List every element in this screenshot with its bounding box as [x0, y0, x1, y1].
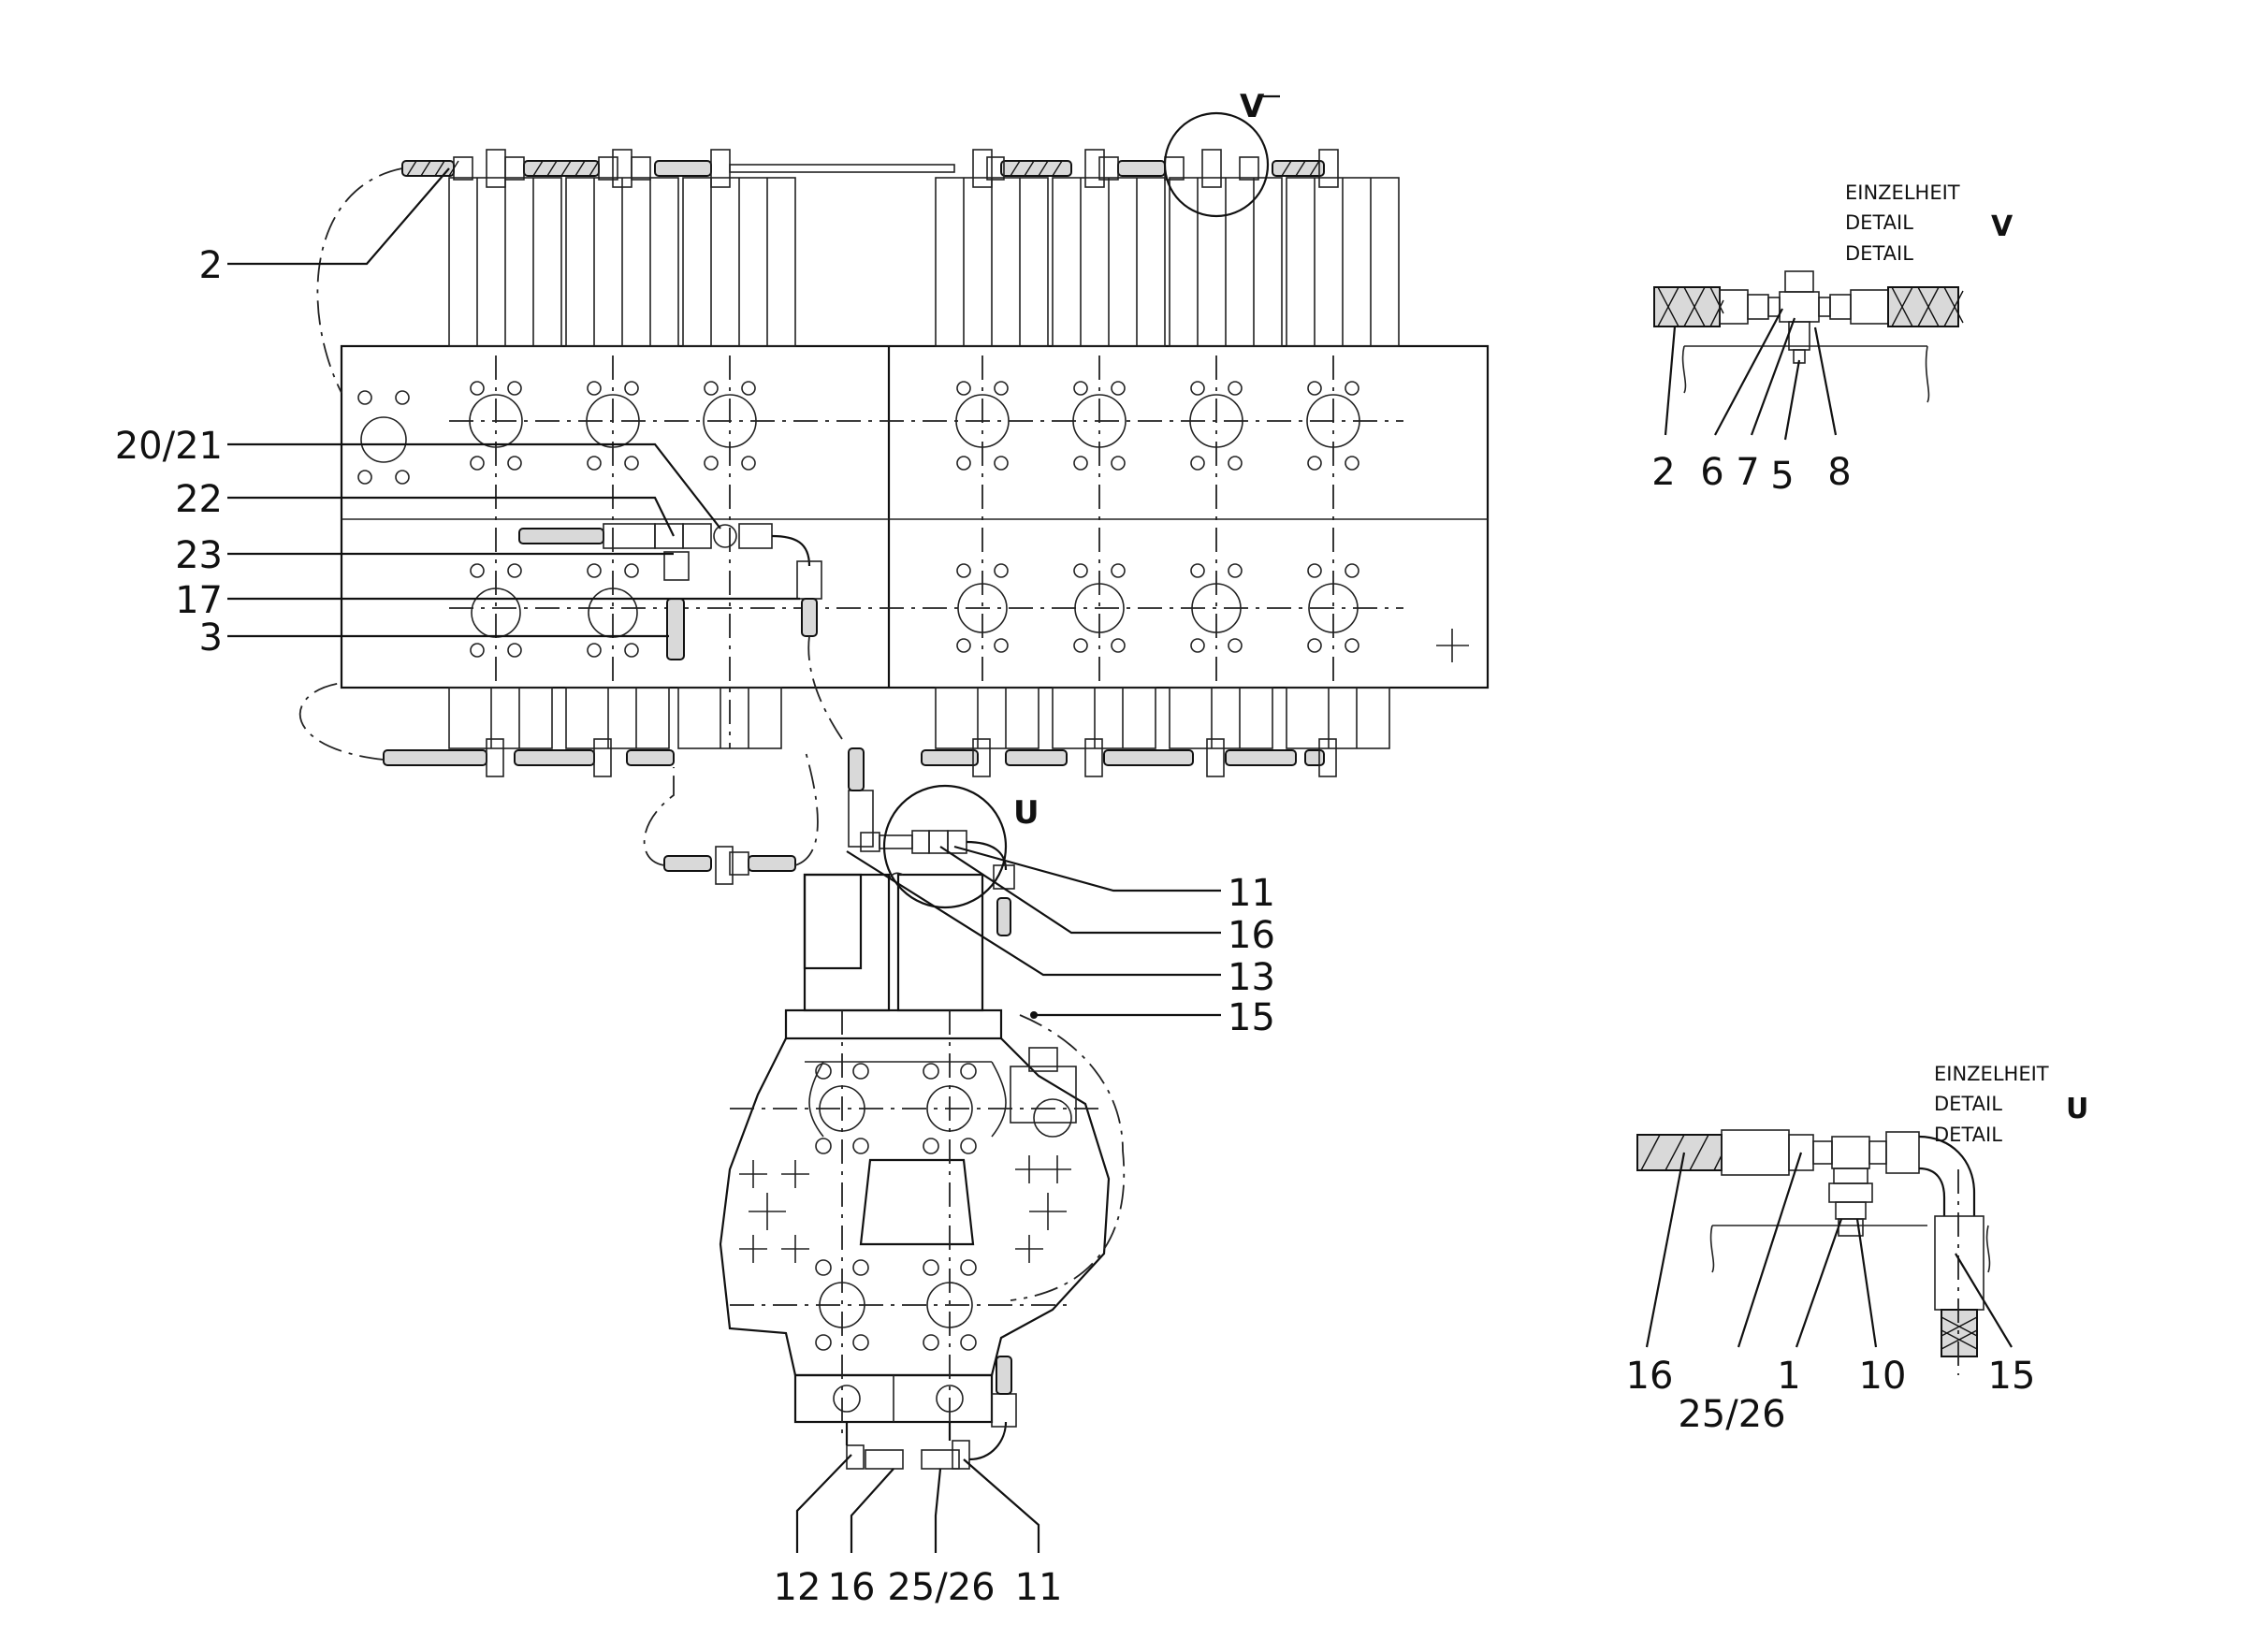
callout-bottom-1: 12 — [774, 1566, 821, 1609]
detail-v-letter: V — [1991, 210, 2014, 243]
detail-v-label-4: 5 — [1770, 455, 1794, 498]
callouts-right: 11 16 13 15 — [846, 845, 1275, 1039]
pump-assembly-lower — [719, 747, 1126, 1470]
hose-middle — [518, 523, 843, 740]
detail-circle-u: U — [882, 784, 1040, 909]
callout-left-3: 22 — [175, 478, 223, 521]
hose-top-line — [316, 149, 1339, 394]
detail-v-marker: V — [1240, 88, 1265, 125]
detail-u-label-4: 10 — [1859, 1355, 1907, 1398]
detail-u-caption-1: EINZELHEIT — [1934, 1063, 2049, 1085]
detail-circle-v: V — [1163, 88, 1280, 218]
detail-u-marker: U — [1013, 794, 1040, 832]
callout-bottom-4: 11 — [1015, 1566, 1063, 1609]
callout-left-1: 2 — [199, 244, 223, 287]
callout-right-1: 11 — [1228, 872, 1275, 915]
callout-right-4: 15 — [1228, 996, 1275, 1039]
detail-u: EINZELHEIT DETAIL DETAIL U 16 25/26 1 10 — [1626, 1063, 2089, 1436]
callouts-left: 2 20/21 22 23 17 3 — [115, 167, 800, 660]
callout-left-6: 3 — [199, 616, 223, 660]
callout-bottom-2: 16 — [828, 1566, 876, 1609]
detail-u-label-5: 15 — [1988, 1355, 2036, 1398]
callout-left-2: 20/21 — [115, 425, 223, 468]
callout-bottom-3: 25/26 — [887, 1566, 995, 1609]
detail-u-label-3: 1 — [1777, 1355, 1800, 1398]
callout-right-2: 16 — [1228, 914, 1275, 957]
callout-right-3: 13 — [1228, 956, 1275, 999]
detail-v-label-1: 2 — [1651, 451, 1675, 494]
detail-u-caption-2: DETAIL — [1934, 1093, 2002, 1115]
detail-u-label-1: 16 — [1626, 1355, 1674, 1398]
detail-u-label-2: 25/26 — [1678, 1393, 1785, 1436]
callout-left-4: 23 — [175, 534, 223, 577]
callouts-bottom: 12 16 25/26 11 — [774, 1454, 1063, 1609]
callout-left-5: 17 — [175, 579, 223, 622]
detail-v-caption-2: DETAIL — [1845, 211, 1913, 234]
detail-u-letter: U — [2066, 1093, 2088, 1125]
detail-v: EINZELHEIT DETAIL DETAIL V 2 6 7 5 8 — [1651, 181, 2014, 498]
hose-bottom-lines — [298, 682, 1337, 885]
detail-v-caption-3: DETAIL — [1845, 242, 1913, 265]
detail-v-caption-1: EINZELHEIT — [1845, 181, 1960, 204]
detail-v-label-3: 7 — [1736, 451, 1759, 494]
detail-v-label-2: 6 — [1700, 451, 1723, 494]
detail-v-label-5: 8 — [1827, 451, 1851, 494]
valve-block-upper — [340, 177, 1490, 749]
